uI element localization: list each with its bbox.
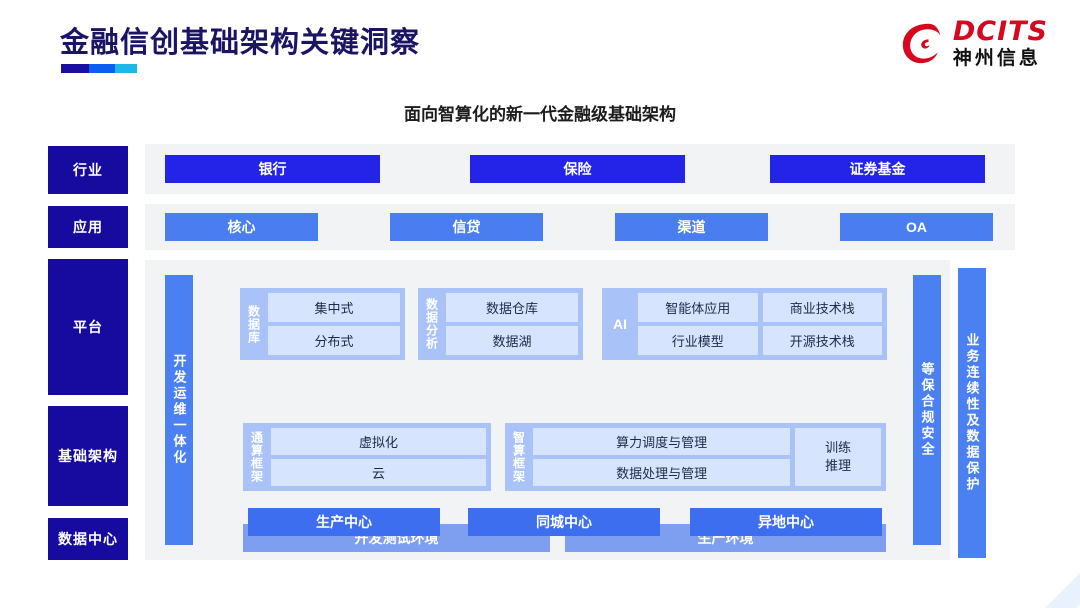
- datacenter-chip-metro[interactable]: 同城中心: [468, 508, 660, 536]
- group-body-intelligent-compute: 算力调度与管理 数据处理与管理 训练 推理: [533, 428, 881, 486]
- vertical-column-devops: 开发运维一体化: [165, 275, 193, 545]
- cell-compute-scheduling[interactable]: 算力调度与管理: [533, 428, 791, 455]
- cell-virtualization[interactable]: 虚拟化: [271, 428, 486, 455]
- group-intelligent-compute: 智算框架 算力调度与管理 数据处理与管理 训练 推理: [505, 423, 886, 491]
- group-ai: AI 智能体应用 行业模型 商业技术栈 开源技术栈: [602, 288, 887, 360]
- group-label-intelligent-compute: 智算框架: [511, 431, 526, 483]
- ai-column-left: 智能体应用 行业模型: [638, 293, 758, 355]
- deco-stripe-2: [856, 577, 1080, 608]
- industry-panel: 银行 保险 证券基金: [145, 144, 1015, 194]
- app-chip-channel[interactable]: 渠道: [615, 213, 768, 241]
- accent-segment-1: [61, 64, 89, 73]
- industry-chip-securities[interactable]: 证券基金: [770, 155, 985, 183]
- group-body-general-compute: 虚拟化 云: [271, 428, 486, 486]
- cell-agent-application[interactable]: 智能体应用: [638, 293, 758, 322]
- page-title: 金融信创基础架构关键洞察: [60, 27, 421, 59]
- industry-chip-bank[interactable]: 银行: [165, 155, 380, 183]
- group-database: 数据库 集中式 分布式: [240, 288, 405, 360]
- logo-chinese: 神州信息: [952, 48, 1041, 69]
- logo-wordmark: DCITS 神州信息: [953, 18, 1048, 68]
- accent-segment-2: [89, 64, 115, 73]
- layer-label-application: 应用: [48, 206, 128, 248]
- group-label-data-analysis: 数据分析: [424, 298, 439, 350]
- group-body-database: 集中式 分布式: [268, 293, 400, 355]
- cell-cloud[interactable]: 云: [271, 459, 486, 486]
- group-label-general-compute: 通算框架: [249, 431, 264, 483]
- ai-column-right: 商业技术栈 开源技术栈: [762, 293, 882, 355]
- layer-label-datacenter: 数据中心: [48, 518, 128, 560]
- group-body-ai: 智能体应用 行业模型 商业技术栈 开源技术栈: [638, 293, 882, 355]
- group-general-compute: 通算框架 虚拟化 云: [243, 423, 491, 491]
- cell-data-processing[interactable]: 数据处理与管理: [533, 459, 791, 486]
- brand-logo: DCITS 神州信息: [901, 18, 1048, 68]
- vertical-column-continuity: 业务连续性及数据保护: [958, 268, 986, 558]
- cell-centralized[interactable]: 集中式: [268, 293, 400, 322]
- logo-english: DCITS: [952, 16, 1048, 47]
- group-label-ai: AI: [613, 316, 627, 332]
- cell-commercial-stack[interactable]: 商业技术栈: [762, 293, 882, 322]
- datacenter-chip-production[interactable]: 生产中心: [248, 508, 440, 536]
- intelligent-compute-main-column: 算力调度与管理 数据处理与管理: [533, 428, 791, 486]
- group-label-database: 数据库: [246, 304, 261, 344]
- layer-label-industry: 行业: [48, 146, 128, 194]
- cell-data-warehouse[interactable]: 数据仓库: [446, 293, 578, 322]
- cell-industry-model[interactable]: 行业模型: [638, 326, 758, 355]
- page-header: 金融信创基础架构关键洞察 DCITS 神州信息: [0, 0, 1080, 92]
- application-panel: 核心 信贷 渠道 OA: [145, 204, 1015, 250]
- group-data-analysis: 数据分析 数据仓库 数据湖: [418, 288, 583, 360]
- group-body-data-analysis: 数据仓库 数据湖: [446, 293, 578, 355]
- cell-train-inference[interactable]: 训练 推理: [795, 428, 881, 486]
- app-chip-credit[interactable]: 信贷: [390, 213, 543, 241]
- layer-label-platform: 平台: [48, 259, 128, 395]
- app-chip-oa[interactable]: OA: [840, 213, 993, 241]
- layer-label-infrastructure: 基础架构: [48, 406, 128, 506]
- accent-segment-3: [115, 64, 137, 73]
- vertical-column-compliance: 等保合规安全: [913, 275, 941, 545]
- diagram-subtitle: 面向智算化的新一代金融级基础架构: [404, 105, 676, 124]
- architecture-diagram: 行业 应用 平台 基础架构 数据中心 银行 保险 证券基金 核心 信贷 渠道 O…: [0, 140, 1080, 570]
- cell-distributed[interactable]: 分布式: [268, 326, 400, 355]
- intelligent-compute-side-column: 训练 推理: [795, 428, 881, 486]
- cell-data-lake[interactable]: 数据湖: [446, 326, 578, 355]
- datacenter-chip-remote[interactable]: 异地中心: [690, 508, 882, 536]
- title-accent-bar: [61, 64, 137, 73]
- industry-chip-insurance[interactable]: 保险: [470, 155, 685, 183]
- dcits-swirl-icon: [902, 23, 941, 64]
- cell-opensource-stack[interactable]: 开源技术栈: [762, 326, 882, 355]
- app-chip-core[interactable]: 核心: [165, 213, 318, 241]
